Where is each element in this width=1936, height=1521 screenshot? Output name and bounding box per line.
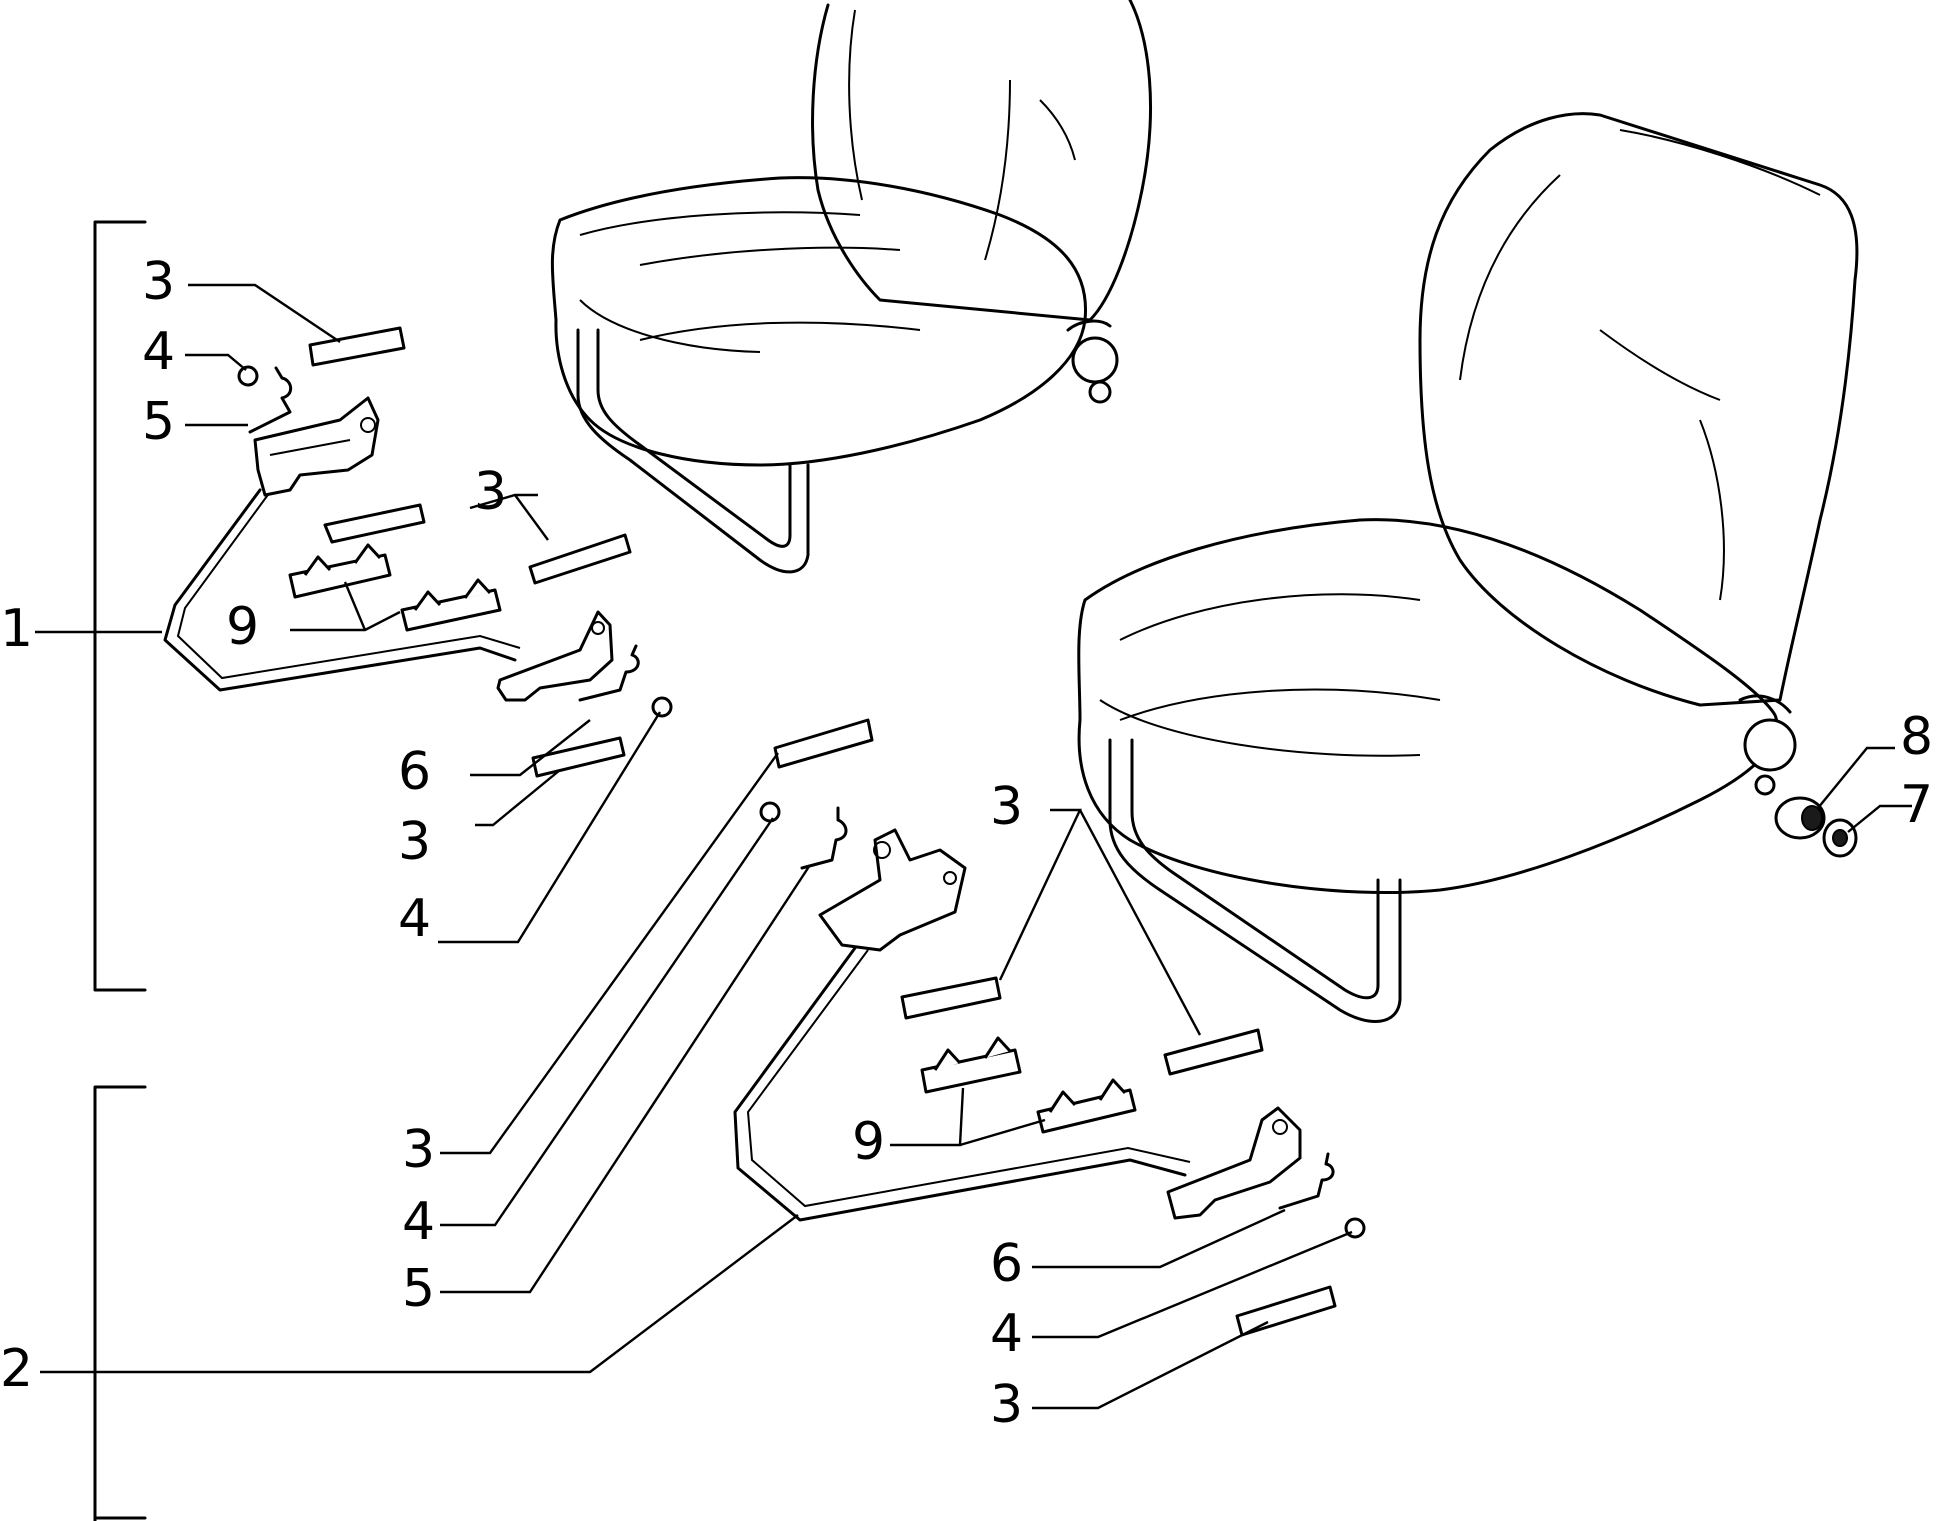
- slide-mechanism-upper: [163, 326, 673, 778]
- label-3-mid: 3: [402, 1120, 435, 1180]
- label-3-lower-bottom: 3: [990, 1375, 1023, 1435]
- group-bracket-1: [93, 220, 147, 992]
- label-3-top: 3: [142, 252, 175, 312]
- label-2: 2: [0, 1339, 33, 1399]
- front-seat: [1077, 112, 1859, 1023]
- label-5-mid: 5: [402, 1259, 435, 1319]
- label-8: 8: [1900, 707, 1933, 767]
- label-3-upper-low: 3: [398, 812, 431, 872]
- slide-mechanism-lower: [733, 718, 1366, 1337]
- label-4-mid: 4: [402, 1192, 435, 1252]
- group-bracket-2: [93, 1085, 147, 1521]
- label-3-lower-top: 3: [990, 777, 1023, 837]
- label-9-upper: 9: [226, 597, 259, 657]
- label-7: 7: [1900, 775, 1933, 835]
- leader-lines: [35, 283, 1912, 1410]
- label-9-lower: 9: [852, 1112, 885, 1172]
- label-1: 1: [0, 599, 33, 659]
- label-6-lower: 6: [990, 1234, 1023, 1294]
- rear-seat: [550, 0, 1152, 574]
- label-4-lower: 4: [990, 1304, 1023, 1364]
- bushing-part-8: [1774, 796, 1826, 840]
- label-4-upper-low: 4: [398, 889, 431, 949]
- washer-part-7: [1822, 818, 1858, 858]
- label-5-top: 5: [142, 392, 175, 452]
- label-3-upper-right: 3: [474, 462, 507, 522]
- callout-labels: 1 2 3 4 5 3 9 6 3 4 3 4 5 3 9 6 4 3 8 7: [0, 252, 1933, 1435]
- label-4-top: 4: [142, 322, 175, 382]
- label-6-upper: 6: [398, 742, 431, 802]
